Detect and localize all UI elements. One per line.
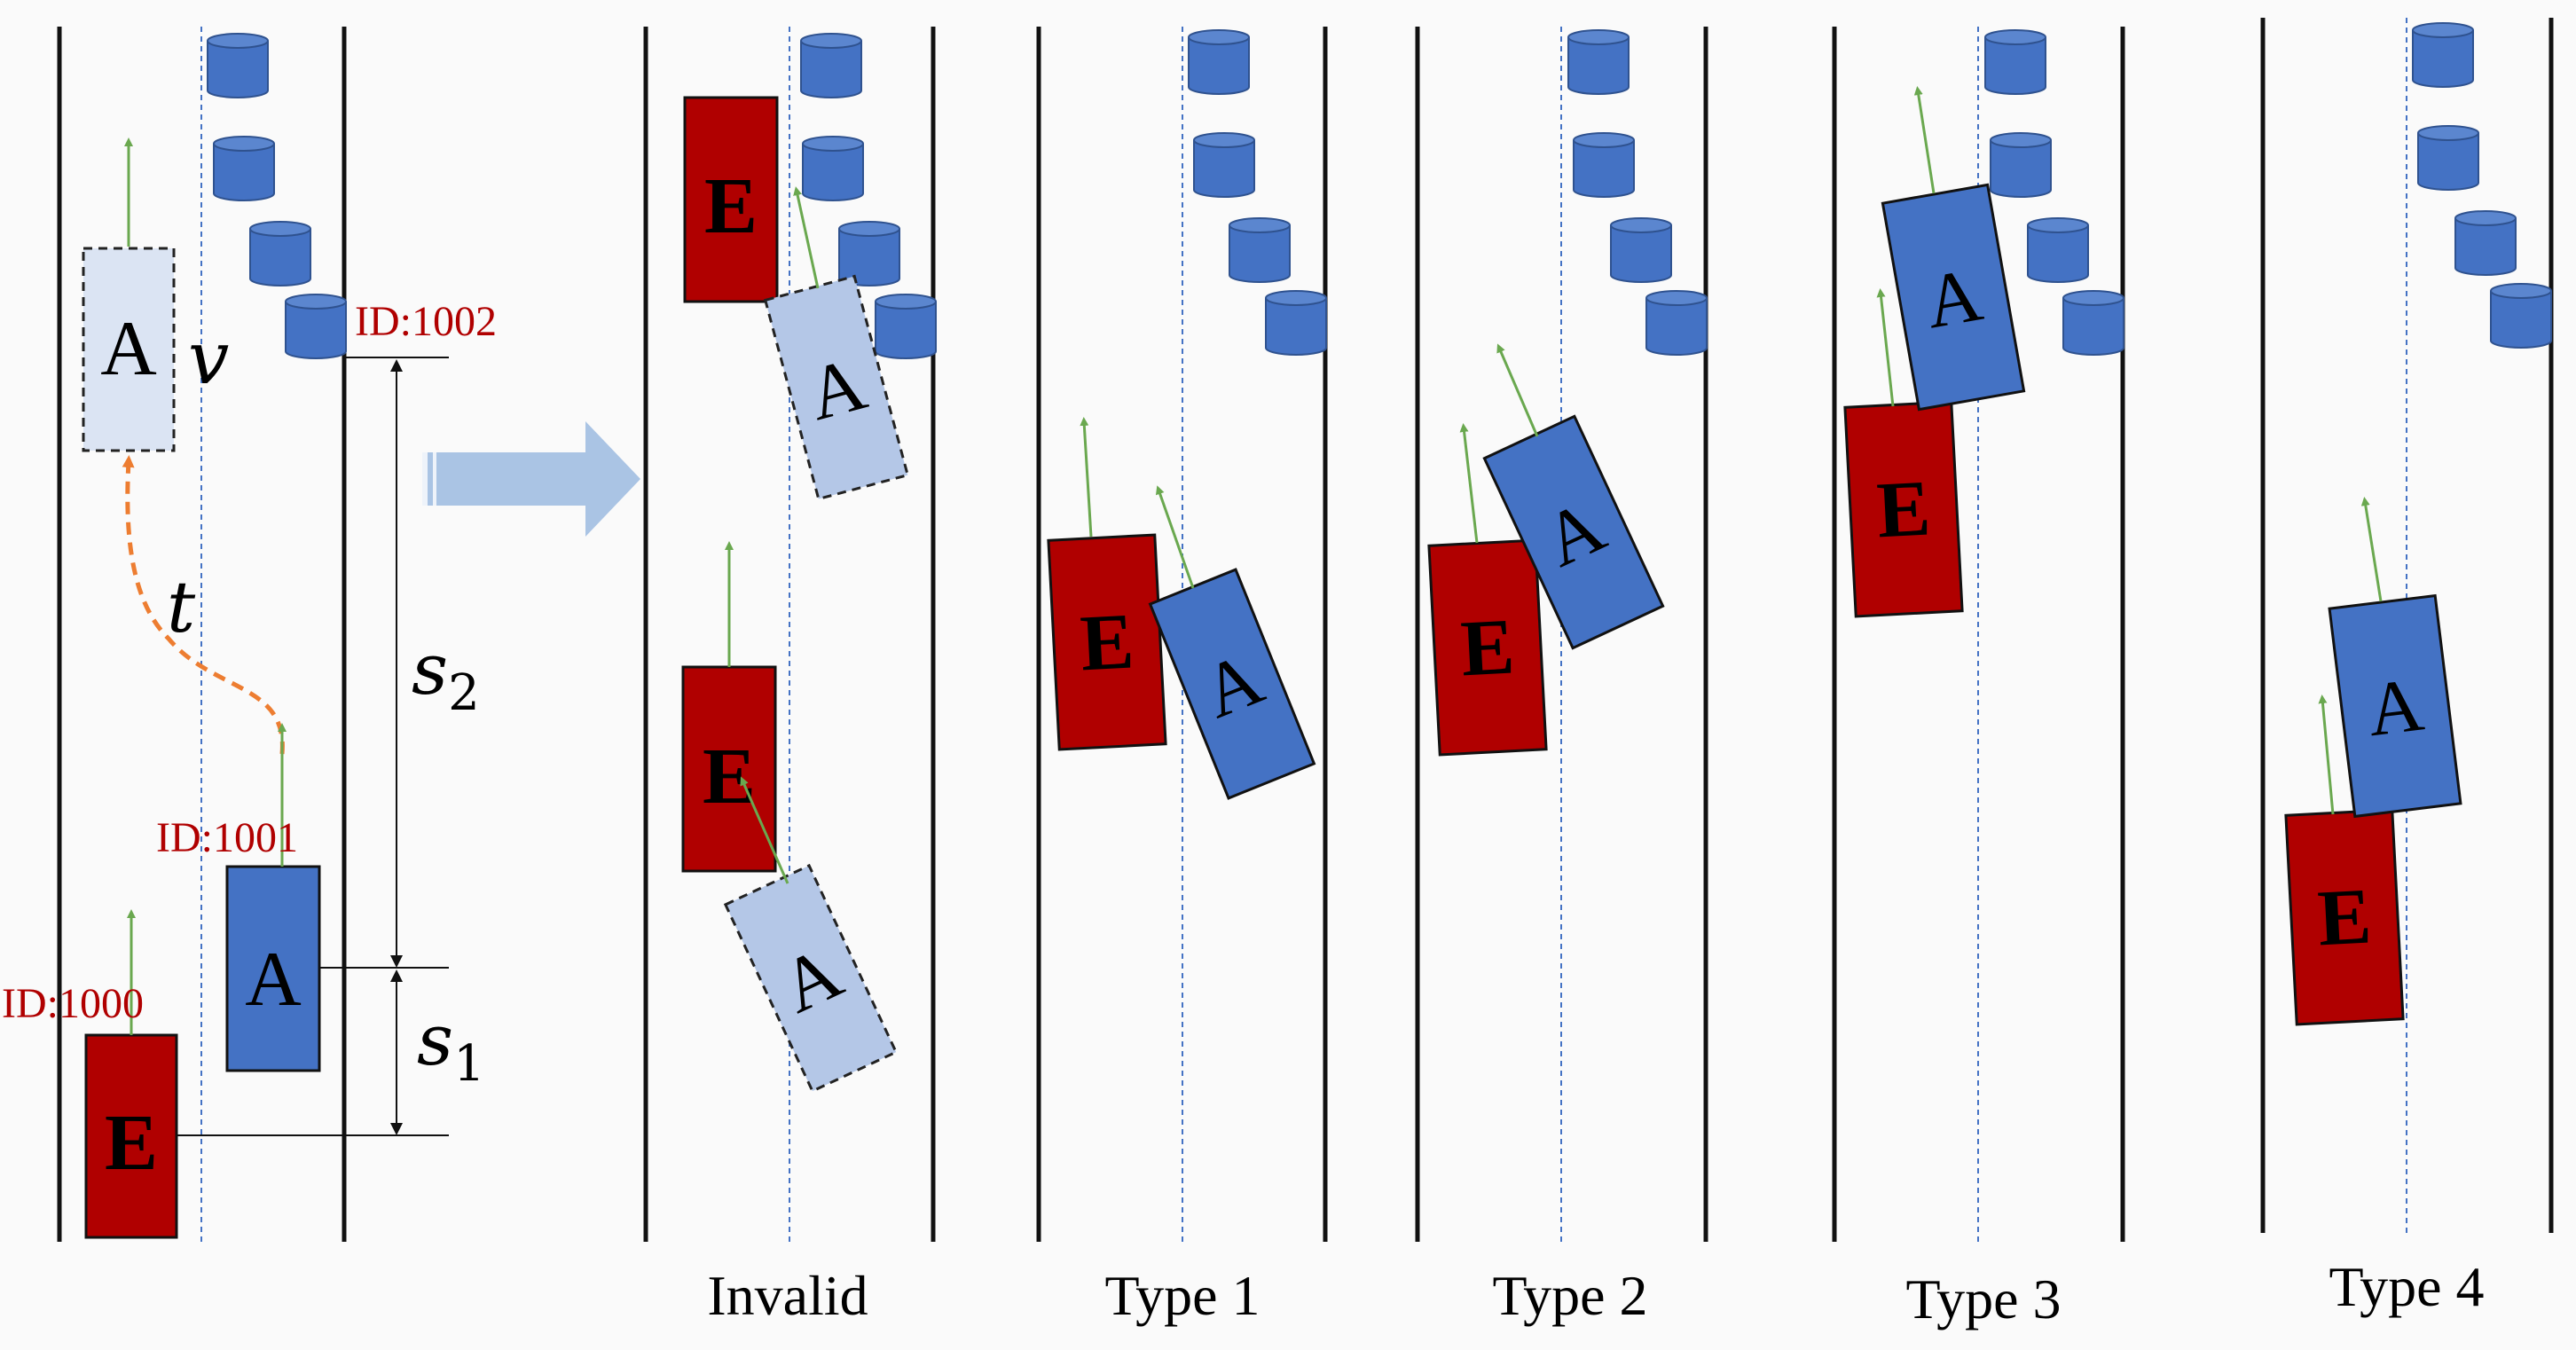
right-arrow-icon	[422, 421, 640, 537]
panel-caption: Invalid	[707, 1264, 868, 1327]
ego-car: E	[1427, 538, 1548, 757]
svg-text:A: A	[2362, 662, 2427, 753]
arrow-up-icon	[740, 776, 789, 884]
arrow-up-icon	[793, 186, 820, 289]
ego-car	[683, 96, 779, 303]
ego-car: E	[2284, 808, 2405, 1026]
cylinder-icon	[2454, 210, 2517, 276]
panel-invalid: E A E A Invalid	[643, 27, 937, 1327]
ego-car: E	[1047, 533, 1167, 751]
arrow-up-icon	[2318, 695, 2335, 815]
cylinder-icon	[2417, 125, 2479, 191]
cylinder-icon	[1229, 217, 1291, 283]
svg-text:E: E	[2315, 872, 2373, 962]
cylinder-icon	[800, 33, 862, 98]
panel-caption: Type 2	[1492, 1264, 1647, 1327]
arrow-up-icon	[1155, 485, 1195, 589]
cylinder-icon	[1610, 217, 1672, 283]
ego-label: E	[704, 162, 758, 250]
future-agent-box: A	[723, 863, 899, 1094]
cylinder-icon	[1990, 132, 2052, 198]
cylinder-icon	[838, 221, 900, 286]
arrow-up-icon	[1876, 288, 1895, 407]
arrow-up-icon	[2360, 497, 2383, 602]
agent-car: A	[1482, 414, 1665, 650]
ego-label: E	[105, 1099, 158, 1187]
agent-car: A	[1148, 568, 1316, 800]
cylinder-icon	[1645, 290, 1708, 356]
cylinder-icon	[1984, 29, 2046, 95]
arrow-up-icon	[1459, 423, 1479, 544]
panel-caption: Type 3	[1905, 1268, 2061, 1330]
cylinder-icon	[1265, 290, 1327, 356]
cylinder-icon	[802, 136, 864, 201]
s2-symbol: s2	[412, 628, 480, 722]
time-symbol: t	[167, 566, 196, 648]
svg-text:E: E	[1458, 602, 1516, 693]
ego-car	[681, 665, 777, 873]
agent-car: A	[2328, 593, 2462, 819]
trajectory-path	[122, 455, 285, 755]
arrow-up-icon	[1080, 417, 1093, 538]
cylinder-icon	[2027, 217, 2089, 283]
svg-text:E: E	[1078, 597, 1135, 687]
ego-car: E	[1843, 400, 1964, 618]
agent-id-label: ID:1001	[156, 814, 298, 861]
future-agent-box: A	[763, 274, 910, 501]
cylinder-icon	[207, 33, 269, 98]
panel-type-1: E A Type 1	[1036, 27, 1328, 1327]
panel-type-4: E A Type 4	[2260, 18, 2554, 1318]
ego-label: E	[703, 733, 756, 820]
cylinder-icon	[2490, 283, 2552, 349]
cylinder-icon	[285, 294, 347, 359]
obstacle-group	[207, 33, 347, 359]
agent-label: A	[245, 937, 302, 1023]
s1-symbol: s1	[417, 999, 485, 1093]
cylinder-icon	[875, 294, 937, 359]
cylinder-icon	[2062, 290, 2124, 356]
future-agent-box	[82, 247, 176, 452]
cylinder-icon	[249, 221, 311, 286]
agent-car: A	[1881, 183, 2026, 412]
cylinder-icon	[1567, 29, 1630, 95]
cylinder-icon	[1193, 132, 1255, 198]
arrow-up-icon	[1496, 343, 1539, 437]
future-agent-label: A	[100, 306, 157, 392]
cylinder-icon	[1573, 132, 1635, 198]
panel-caption: Type 4	[2329, 1255, 2484, 1318]
panel-caption: Type 1	[1104, 1264, 1260, 1327]
cylinder-icon	[2412, 22, 2474, 88]
arrow-up-icon	[1913, 86, 1936, 194]
svg-text:E: E	[1874, 464, 1932, 554]
cylinder-icon	[1188, 29, 1250, 95]
velocity-symbol: v	[188, 317, 229, 401]
panel-type-3: E A Type 3	[1832, 27, 2125, 1330]
panel-type-2: E A Type 2	[1415, 27, 1708, 1327]
cylinder-icon	[213, 136, 275, 201]
scene-initial: A v t A E ID:1000 ID:1001 ID:1002 s2 s1	[2, 27, 497, 1242]
ego-id-label: ID:1000	[2, 980, 144, 1027]
agent-car	[225, 865, 321, 1072]
obstacle-id-label: ID:1002	[355, 298, 497, 345]
